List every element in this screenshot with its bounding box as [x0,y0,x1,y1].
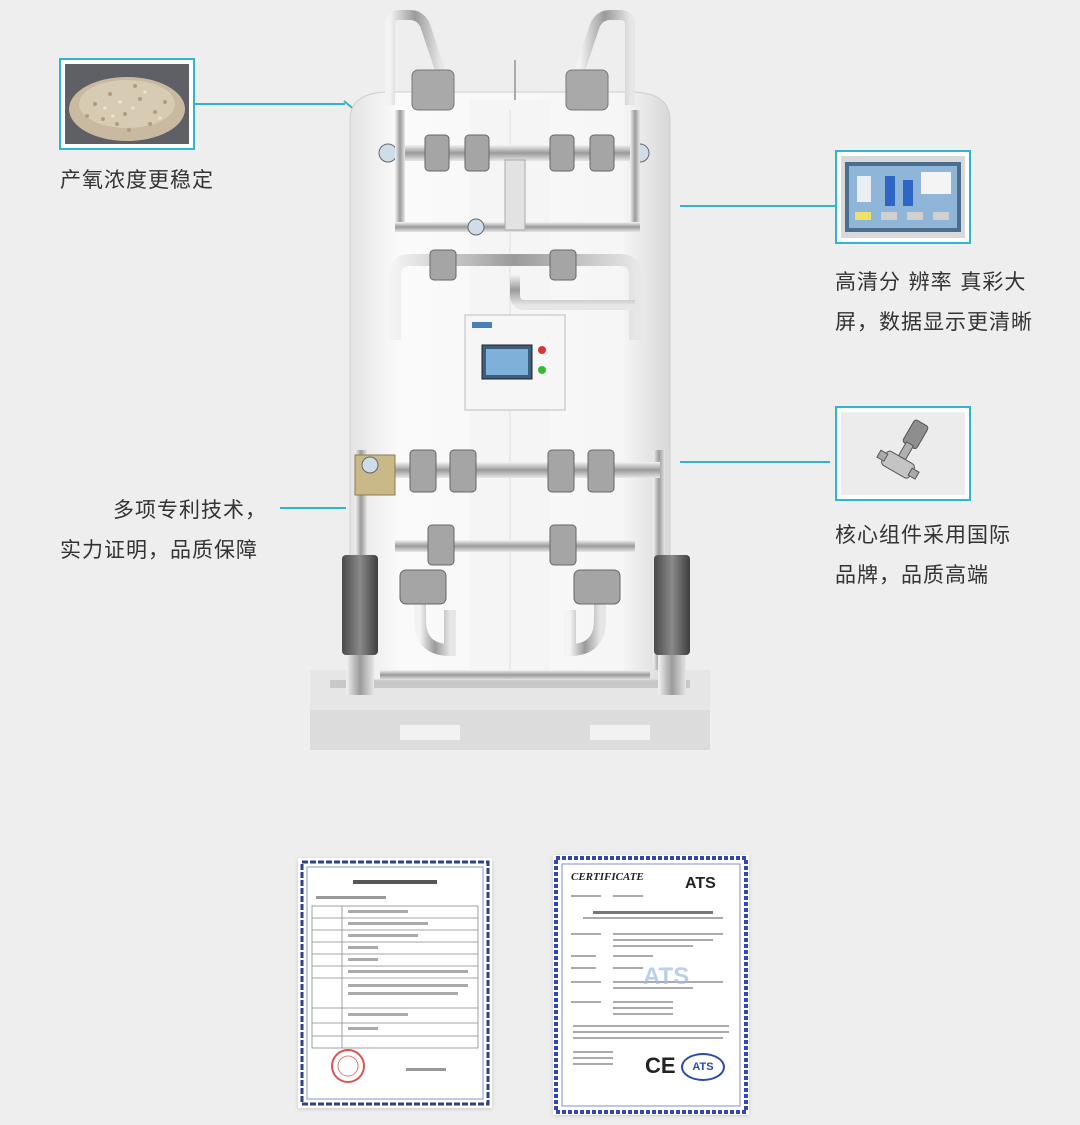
ats-watermark: ATS [643,963,690,990]
ats-logo: ATS [685,875,716,892]
feature-patent-text-line1: 多项专利技术， [113,498,267,522]
connector-line-right-top [680,205,835,207]
angle-seat-valve-image [841,412,965,495]
patent-certificate-image [298,858,492,1108]
connector-line-left-top [195,103,345,105]
sieve-granules-image [65,64,189,144]
hmi-touchscreen-image [841,156,965,238]
ce-certificate-heading: CERTIFICATE [571,871,644,883]
hmi-touchscreen-thumbnail [835,150,971,244]
angle-seat-valve-thumbnail [835,406,971,501]
ce-mark-icon: CE [645,1053,676,1078]
sieve-granules-thumbnail [59,58,195,150]
feature-oxygen-stability-text: 产氧浓度更稳定 [60,168,214,192]
ats-seal-icon: ATS [681,1053,725,1081]
ce-certificate: CERTIFICATE ATS ATS CE ATS [553,855,749,1115]
connector-line-left-mid [280,507,346,509]
feature-core-component-text-line2: 品牌，品质高端 [835,563,989,587]
feature-hd-screen-text-line2: 屏，数据显示更清晰 [835,310,1033,334]
feature-core-component-text-line1: 核心组件采用国际 [835,523,1011,547]
psa-oxygen-generator-image [300,10,720,760]
connector-line-right-mid [680,461,830,463]
feature-hd-screen-text-line1: 高清分 辨率 真彩大 [835,270,1027,294]
feature-patent-text-line2: 实力证明，品质保障 [60,538,258,562]
